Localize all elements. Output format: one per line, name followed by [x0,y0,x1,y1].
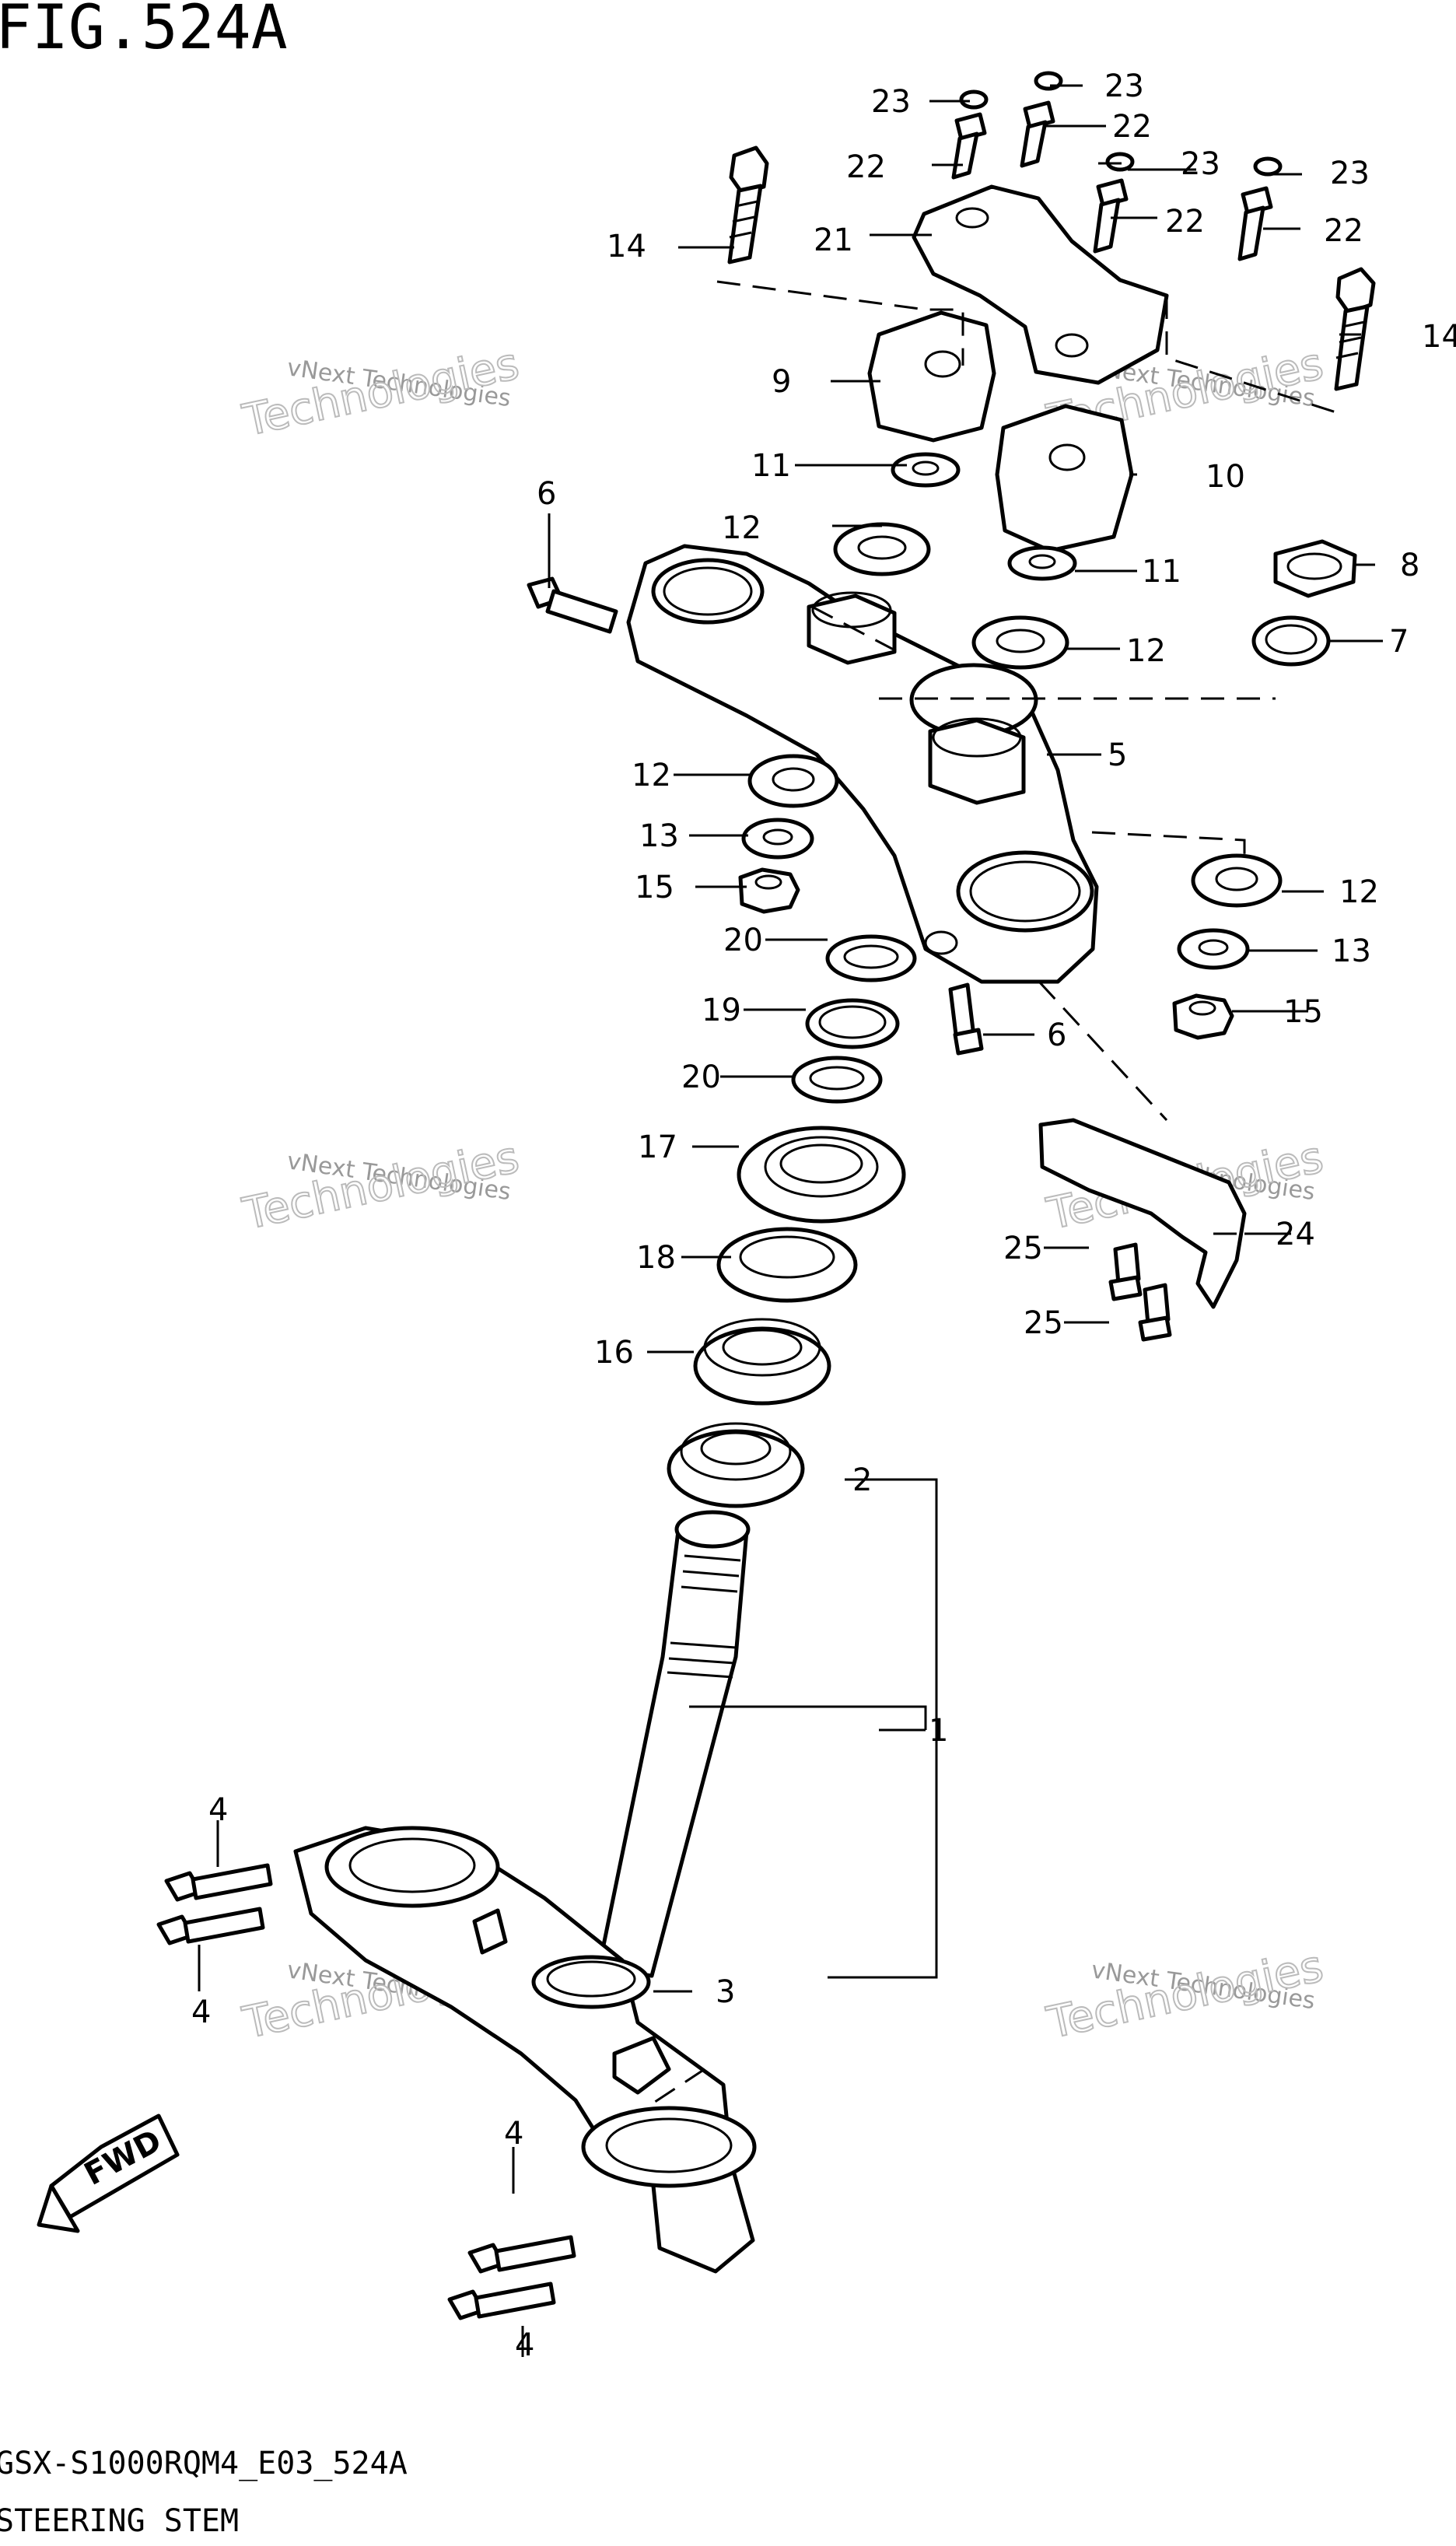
callout-23: 23 [1330,156,1370,191]
callout-4: 4 [191,1994,211,2030]
handlebar-holder-upper [912,184,1169,385]
callouts: 23 23 22 22 23 23 22 22 21 14 14 9 11 10… [191,68,1456,2363]
callout-10: 10 [1206,459,1245,495]
callout-9: 9 [772,364,791,400]
dust-seal-17 [737,1126,906,1224]
callout-11: 11 [1142,554,1181,590]
handlebar-holder-9 [867,310,996,443]
leader-lines [198,84,1383,2357]
callout-24: 24 [1276,1217,1315,1252]
bearing-2 [667,1422,805,1508]
steering-nut-8 [1273,539,1357,598]
watermark-text: Technologies [238,338,523,447]
callout-13: 13 [1332,933,1371,969]
callout-12: 12 [1339,874,1379,910]
bolt-22 [951,100,1273,261]
callout-17: 17 [638,1129,677,1165]
callout-15: 15 [635,870,674,905]
callout-1: 1 [929,1713,948,1749]
figure-title: FIG.524A [0,0,288,63]
bolt-14-left [727,145,769,264]
handlebar-holder-10 [995,404,1134,553]
callout-6: 6 [537,476,556,512]
callout-7: 7 [1389,624,1409,660]
stem-nut-20-lower [791,1056,883,1104]
callout-5: 5 [1108,737,1127,773]
forward-arrow-icon: FWD [37,2113,180,2233]
callout-23: 23 [1104,68,1144,104]
washer-group-upper [833,452,1077,670]
washer-group-left [738,754,839,914]
callout-22: 22 [1165,204,1205,240]
callout-14: 14 [607,229,646,264]
bolt-6-upper [527,576,618,634]
washer-18 [716,1227,858,1303]
callout-22: 22 [1112,109,1152,145]
callout-23: 23 [871,84,911,120]
callout-4: 4 [504,2116,523,2152]
steering-stem-1 [293,1510,757,2274]
callout-18: 18 [636,1240,676,1276]
washer-group-right [1172,853,1283,1040]
callout-20: 20 [681,1059,721,1095]
washer-7 [1251,615,1331,667]
callout-12: 12 [632,758,671,793]
bolt-4 [156,1863,576,2320]
callout-6: 6 [1047,1017,1066,1053]
bearing-16 [693,1318,831,1406]
callout-14: 14 [1422,319,1456,355]
callout-4: 4 [515,2327,534,2363]
bracket-24 [1038,1118,1247,1309]
callout-25: 25 [1024,1305,1063,1341]
callout-13: 13 [639,818,679,854]
watermark-text: Technologies [238,1132,523,1240]
watermark-text: Technologies [1042,1941,1327,2049]
callout-19: 19 [702,993,741,1028]
callout-25: 25 [1003,1231,1043,1266]
model-code: GSX-S1000RQM4_E03_524A [0,2446,408,2481]
section-name: STEERING STEM [0,2503,239,2539]
callout-2: 2 [852,1462,872,1498]
callout-4: 4 [208,1792,228,1828]
callout-21: 21 [814,222,853,258]
callout-20: 20 [723,923,763,958]
callout-16: 16 [594,1335,634,1371]
seal-3 [531,1955,651,2009]
callout-11: 11 [751,448,791,484]
callout-3: 3 [716,1974,735,2010]
callout-23: 23 [1181,146,1220,182]
bolt-6-lower [948,982,984,1056]
bolt-25 [1108,1242,1172,1342]
callout-12: 12 [722,510,761,546]
callout-12: 12 [1126,633,1166,669]
stem-nut-20-upper [825,934,917,982]
bolt-14-right [1334,267,1376,391]
callout-8: 8 [1400,548,1419,583]
callout-22: 22 [1324,213,1363,249]
washer-19 [805,998,900,1049]
callout-22: 22 [846,149,886,185]
callout-15: 15 [1283,994,1323,1030]
